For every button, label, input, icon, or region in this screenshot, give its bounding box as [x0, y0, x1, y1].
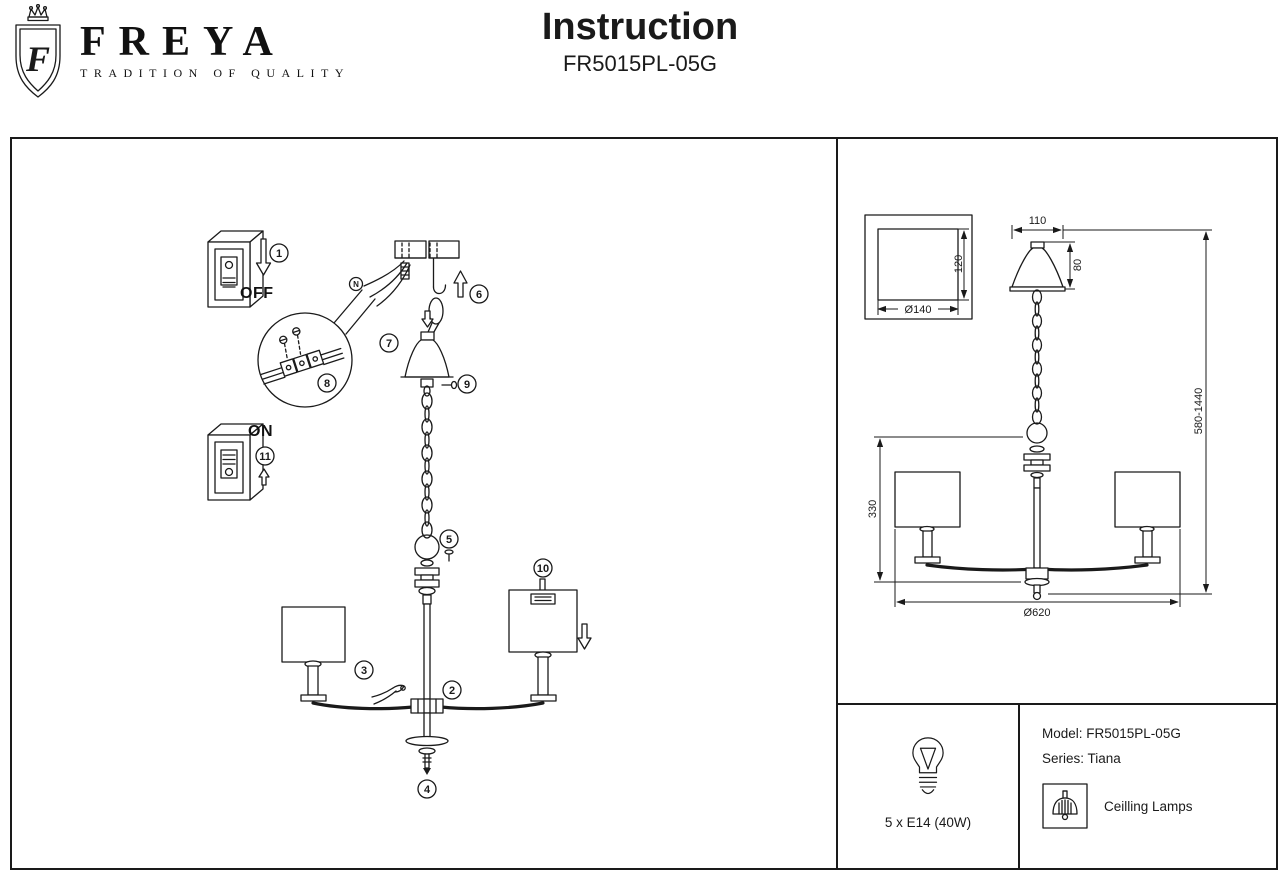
dim-canopy-height: 80	[1072, 259, 1084, 271]
wall-switch-on-drawing: ON	[207, 423, 273, 501]
bulb-spec-cell: 5 x E14 (40W)	[838, 705, 1020, 868]
dim-hang-height: 580-1440	[1193, 388, 1205, 435]
svg-text:4: 4	[424, 784, 431, 796]
bulb-spec-label: 5 x E14 (40W)	[884, 815, 972, 830]
dimensions-panel: Ø140 120 110 80	[836, 137, 1278, 870]
finial-drawing	[405, 712, 449, 775]
wiring-drawing: N	[348, 260, 444, 340]
bulb-icon	[912, 737, 944, 795]
callout-11: 11	[255, 446, 275, 466]
chain-drawing	[421, 385, 433, 539]
ceiling-fixings-drawing	[394, 240, 468, 298]
spec-series-line: Series: Tiana	[1042, 751, 1121, 766]
on-label: ON	[248, 423, 273, 440]
freya-crest-icon: F	[15, 4, 61, 98]
assembly-diagram: OFF 1 ON 11	[207, 230, 592, 799]
svg-text:11: 11	[259, 451, 271, 463]
dimensions-diagram: Ø140 120 110 80	[864, 214, 1212, 619]
spec-model-line: Model: FR5015PL-05G	[1042, 726, 1181, 741]
dim-mount-height: 120	[953, 255, 965, 273]
callout-1: 1	[269, 243, 289, 263]
dim-canopy-width: 110	[1029, 215, 1047, 227]
callout-10: 10	[533, 558, 553, 578]
wire-twist-drawing	[371, 684, 406, 705]
dim-330-group: 330	[867, 436, 1023, 583]
dim-body-diameter: Ø620	[1024, 607, 1051, 619]
model-number: FR5015PL-05G	[562, 51, 718, 76]
svg-text:8: 8	[324, 378, 330, 390]
svg-text:6: 6	[476, 289, 482, 301]
model-spec-cell: Model: FR5015PL-05G Series: Tiana	[1020, 705, 1276, 868]
right-shade-drawing	[508, 589, 592, 702]
neutral-wire-label: N	[353, 280, 359, 289]
arms-hub-drawing	[311, 698, 545, 714]
svg-text:7: 7	[386, 338, 392, 350]
hanging-ring-drawing	[414, 534, 454, 562]
title-block: Instruction FR5015PL-05G	[0, 6, 1280, 77]
callout-6: 6	[469, 284, 489, 304]
dim-620-group: Ø620	[894, 529, 1181, 619]
svg-text:2: 2	[449, 685, 455, 697]
callout-5: 5	[439, 529, 459, 549]
svg-text:5: 5	[446, 534, 452, 546]
callout-4: 4	[417, 779, 437, 799]
chain-side-drawing	[1031, 289, 1043, 425]
stem-drawing	[414, 559, 440, 700]
spec-row: 5 x E14 (40W) Model: FR5015PL-05G Series…	[838, 703, 1276, 868]
mount-plate-drawing: Ø140 120	[864, 214, 973, 320]
dim-body-height: 330	[867, 500, 879, 518]
callout-8: 8	[317, 373, 337, 393]
wall-switch-off-drawing: OFF	[207, 230, 274, 308]
svg-text:1: 1	[276, 248, 282, 260]
dim-580-1440-group: 580-1440	[1048, 229, 1212, 595]
page-title: Instruction	[541, 6, 739, 48]
freya-logo: F FREYA TRADITION OF QUALITY	[8, 4, 350, 104]
terminal-detail-drawing	[257, 289, 376, 408]
fixture-side-drawing	[894, 422, 1181, 601]
brand-tagline: TRADITION OF QUALITY	[80, 66, 350, 80]
ceiling-lamp-icon	[1042, 783, 1088, 829]
callout-9: 9	[457, 374, 477, 394]
svg-text:3: 3	[361, 665, 367, 677]
svg-text:10: 10	[537, 563, 549, 575]
canopy-drawing	[400, 310, 458, 390]
callout-3: 3	[354, 660, 374, 680]
off-label: OFF	[240, 285, 274, 302]
brand-name: FREYA	[80, 19, 286, 65]
callout-2: 2	[442, 680, 462, 700]
assembly-panel: OFF 1 ON 11	[10, 137, 838, 870]
svg-text:9: 9	[464, 379, 470, 391]
callout-7: 7	[379, 333, 399, 353]
left-shade-drawing	[281, 606, 346, 702]
spec-category-label: Ceilling Lamps	[1104, 798, 1193, 814]
svg-text:F: F	[25, 39, 50, 79]
dim-mount-diameter: Ø140	[905, 304, 932, 316]
canopy-side-drawing: 110 80	[1009, 215, 1084, 292]
